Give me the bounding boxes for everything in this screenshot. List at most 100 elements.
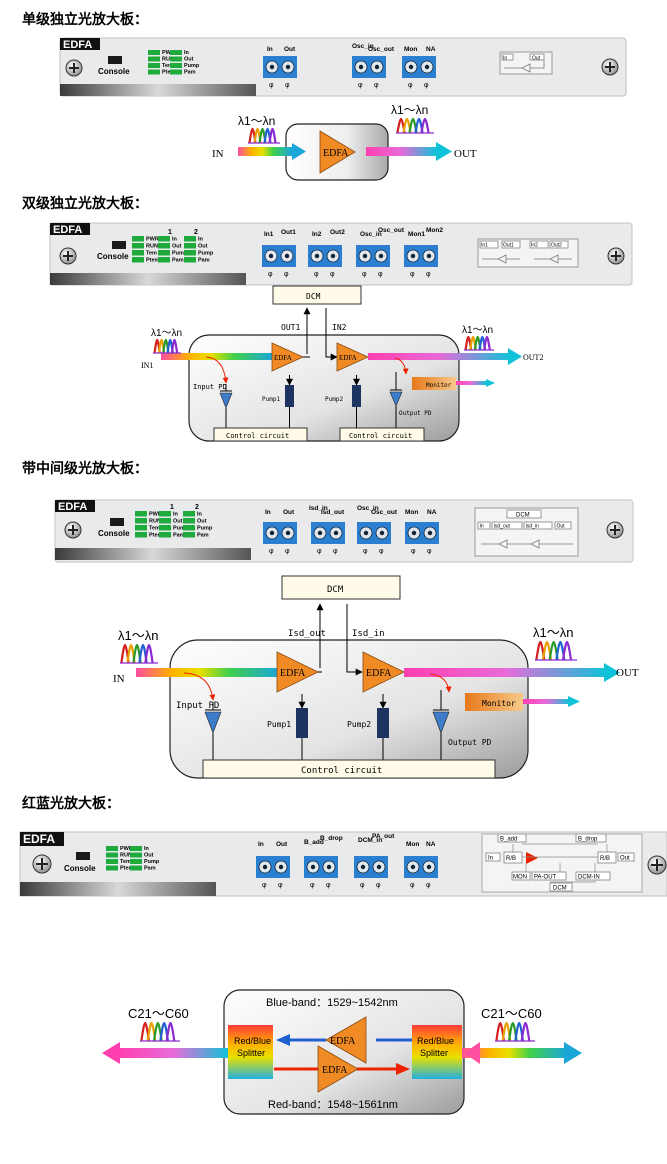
port-label: In1 bbox=[264, 231, 274, 238]
led-indicator bbox=[135, 532, 147, 538]
port-label: Mon bbox=[404, 46, 417, 53]
panel-dual: EDFA Console 1 2 PWRRUNTemPtemInOutPumpP… bbox=[49, 222, 633, 286]
led-indicator bbox=[130, 846, 142, 851]
edfa-blue bbox=[325, 1016, 367, 1064]
edfa-stage2 bbox=[336, 342, 369, 372]
mini-port-label: In1 bbox=[481, 243, 488, 249]
led-label: PWR bbox=[162, 50, 175, 56]
led-label: RUN bbox=[162, 57, 174, 63]
pump1-label: Pump1 bbox=[262, 396, 280, 403]
diagram-dual: DCM OUT1 IN2 EDFA EDFA IN1 OUT2 λ1～λn λ1… bbox=[141, 285, 543, 442]
c-left-label: C21～C60 bbox=[128, 1006, 189, 1021]
led-label: Out bbox=[172, 244, 182, 250]
monitor-label: Monitor bbox=[426, 382, 452, 389]
console-label: Console bbox=[98, 529, 130, 538]
monitor-label: Monitor bbox=[482, 699, 516, 708]
mini-b-drop: B_drop bbox=[578, 837, 598, 843]
led-indicator bbox=[148, 69, 160, 75]
led-indicator bbox=[159, 525, 171, 531]
port-ground-icon: φ bbox=[330, 271, 335, 278]
led-label: PWR bbox=[149, 512, 162, 518]
led-label: Out bbox=[144, 853, 154, 859]
port-label: Mon1 bbox=[408, 231, 425, 238]
diagram-mid: DCM Isd_out Isd_in EDFA EDFA IN OUT λ1～λ… bbox=[113, 575, 639, 779]
pump1-label: Pump1 bbox=[267, 720, 291, 729]
led-indicator bbox=[184, 236, 196, 242]
led-label: Ptem bbox=[162, 70, 176, 76]
port-ground-icon: φ bbox=[262, 882, 267, 889]
port-label: Osc_in bbox=[360, 231, 382, 238]
dcm-box bbox=[272, 285, 362, 305]
led-label: Pump bbox=[144, 859, 160, 865]
splitter-right-line1: Red/Blue bbox=[417, 1036, 454, 1046]
led-indicator bbox=[184, 257, 196, 263]
console-port bbox=[76, 852, 90, 860]
led-indicator bbox=[159, 532, 171, 538]
out-label: OUT2 bbox=[523, 353, 543, 362]
port-ground-icon: φ bbox=[278, 882, 283, 889]
wavelength-icon bbox=[120, 643, 158, 664]
mini-port-label: Isd_out bbox=[494, 524, 511, 530]
led-label: Tem bbox=[120, 859, 131, 865]
output-pd-label: Output PD bbox=[399, 410, 432, 417]
led-indicator bbox=[184, 250, 196, 256]
input-pd-icon bbox=[204, 711, 222, 734]
port-ground-icon: φ bbox=[333, 548, 338, 555]
led-label: Pump bbox=[173, 526, 189, 532]
port-label: Out bbox=[276, 841, 288, 848]
led-label: Pam bbox=[172, 258, 184, 264]
port-label: Out bbox=[283, 509, 295, 516]
led-indicator bbox=[170, 50, 182, 55]
pump1-icon bbox=[296, 708, 308, 738]
dcm-label: DCM bbox=[306, 292, 321, 301]
console-port bbox=[108, 56, 122, 64]
splitter-right bbox=[412, 1025, 462, 1079]
led-label: Pump bbox=[172, 251, 188, 257]
input-pd-icon bbox=[219, 392, 233, 409]
led-label: Pump bbox=[197, 526, 213, 532]
led-label: Out bbox=[198, 244, 208, 250]
led-indicator bbox=[130, 859, 142, 864]
port-label: Out bbox=[284, 46, 296, 53]
port-label: B_drop bbox=[320, 835, 343, 842]
output-pd-label: Output PD bbox=[448, 738, 492, 747]
led-label: In bbox=[198, 237, 204, 243]
port-ground-icon: φ bbox=[426, 271, 431, 278]
edfa-red bbox=[317, 1045, 359, 1093]
led-indicator bbox=[159, 511, 171, 517]
led-indicator bbox=[158, 236, 170, 242]
port-label: B_add bbox=[304, 839, 324, 846]
wavelength-icon bbox=[248, 127, 280, 144]
console-label: Console bbox=[97, 252, 129, 261]
console-label: Console bbox=[64, 864, 96, 873]
mini-port-label: Out bbox=[557, 524, 566, 530]
pump2-label: Pump2 bbox=[347, 720, 371, 729]
input-pd-label: Input PD bbox=[193, 383, 227, 391]
led-indicator bbox=[158, 243, 170, 249]
led-indicator bbox=[170, 69, 182, 75]
mini-port-label: In bbox=[480, 524, 484, 530]
badge-text: EDFA bbox=[63, 39, 92, 51]
lambda-out: λ1～λn bbox=[391, 103, 428, 117]
led-indicator bbox=[135, 511, 147, 517]
port-ground-icon: φ bbox=[363, 548, 368, 555]
port-label: PA_out bbox=[372, 833, 395, 840]
